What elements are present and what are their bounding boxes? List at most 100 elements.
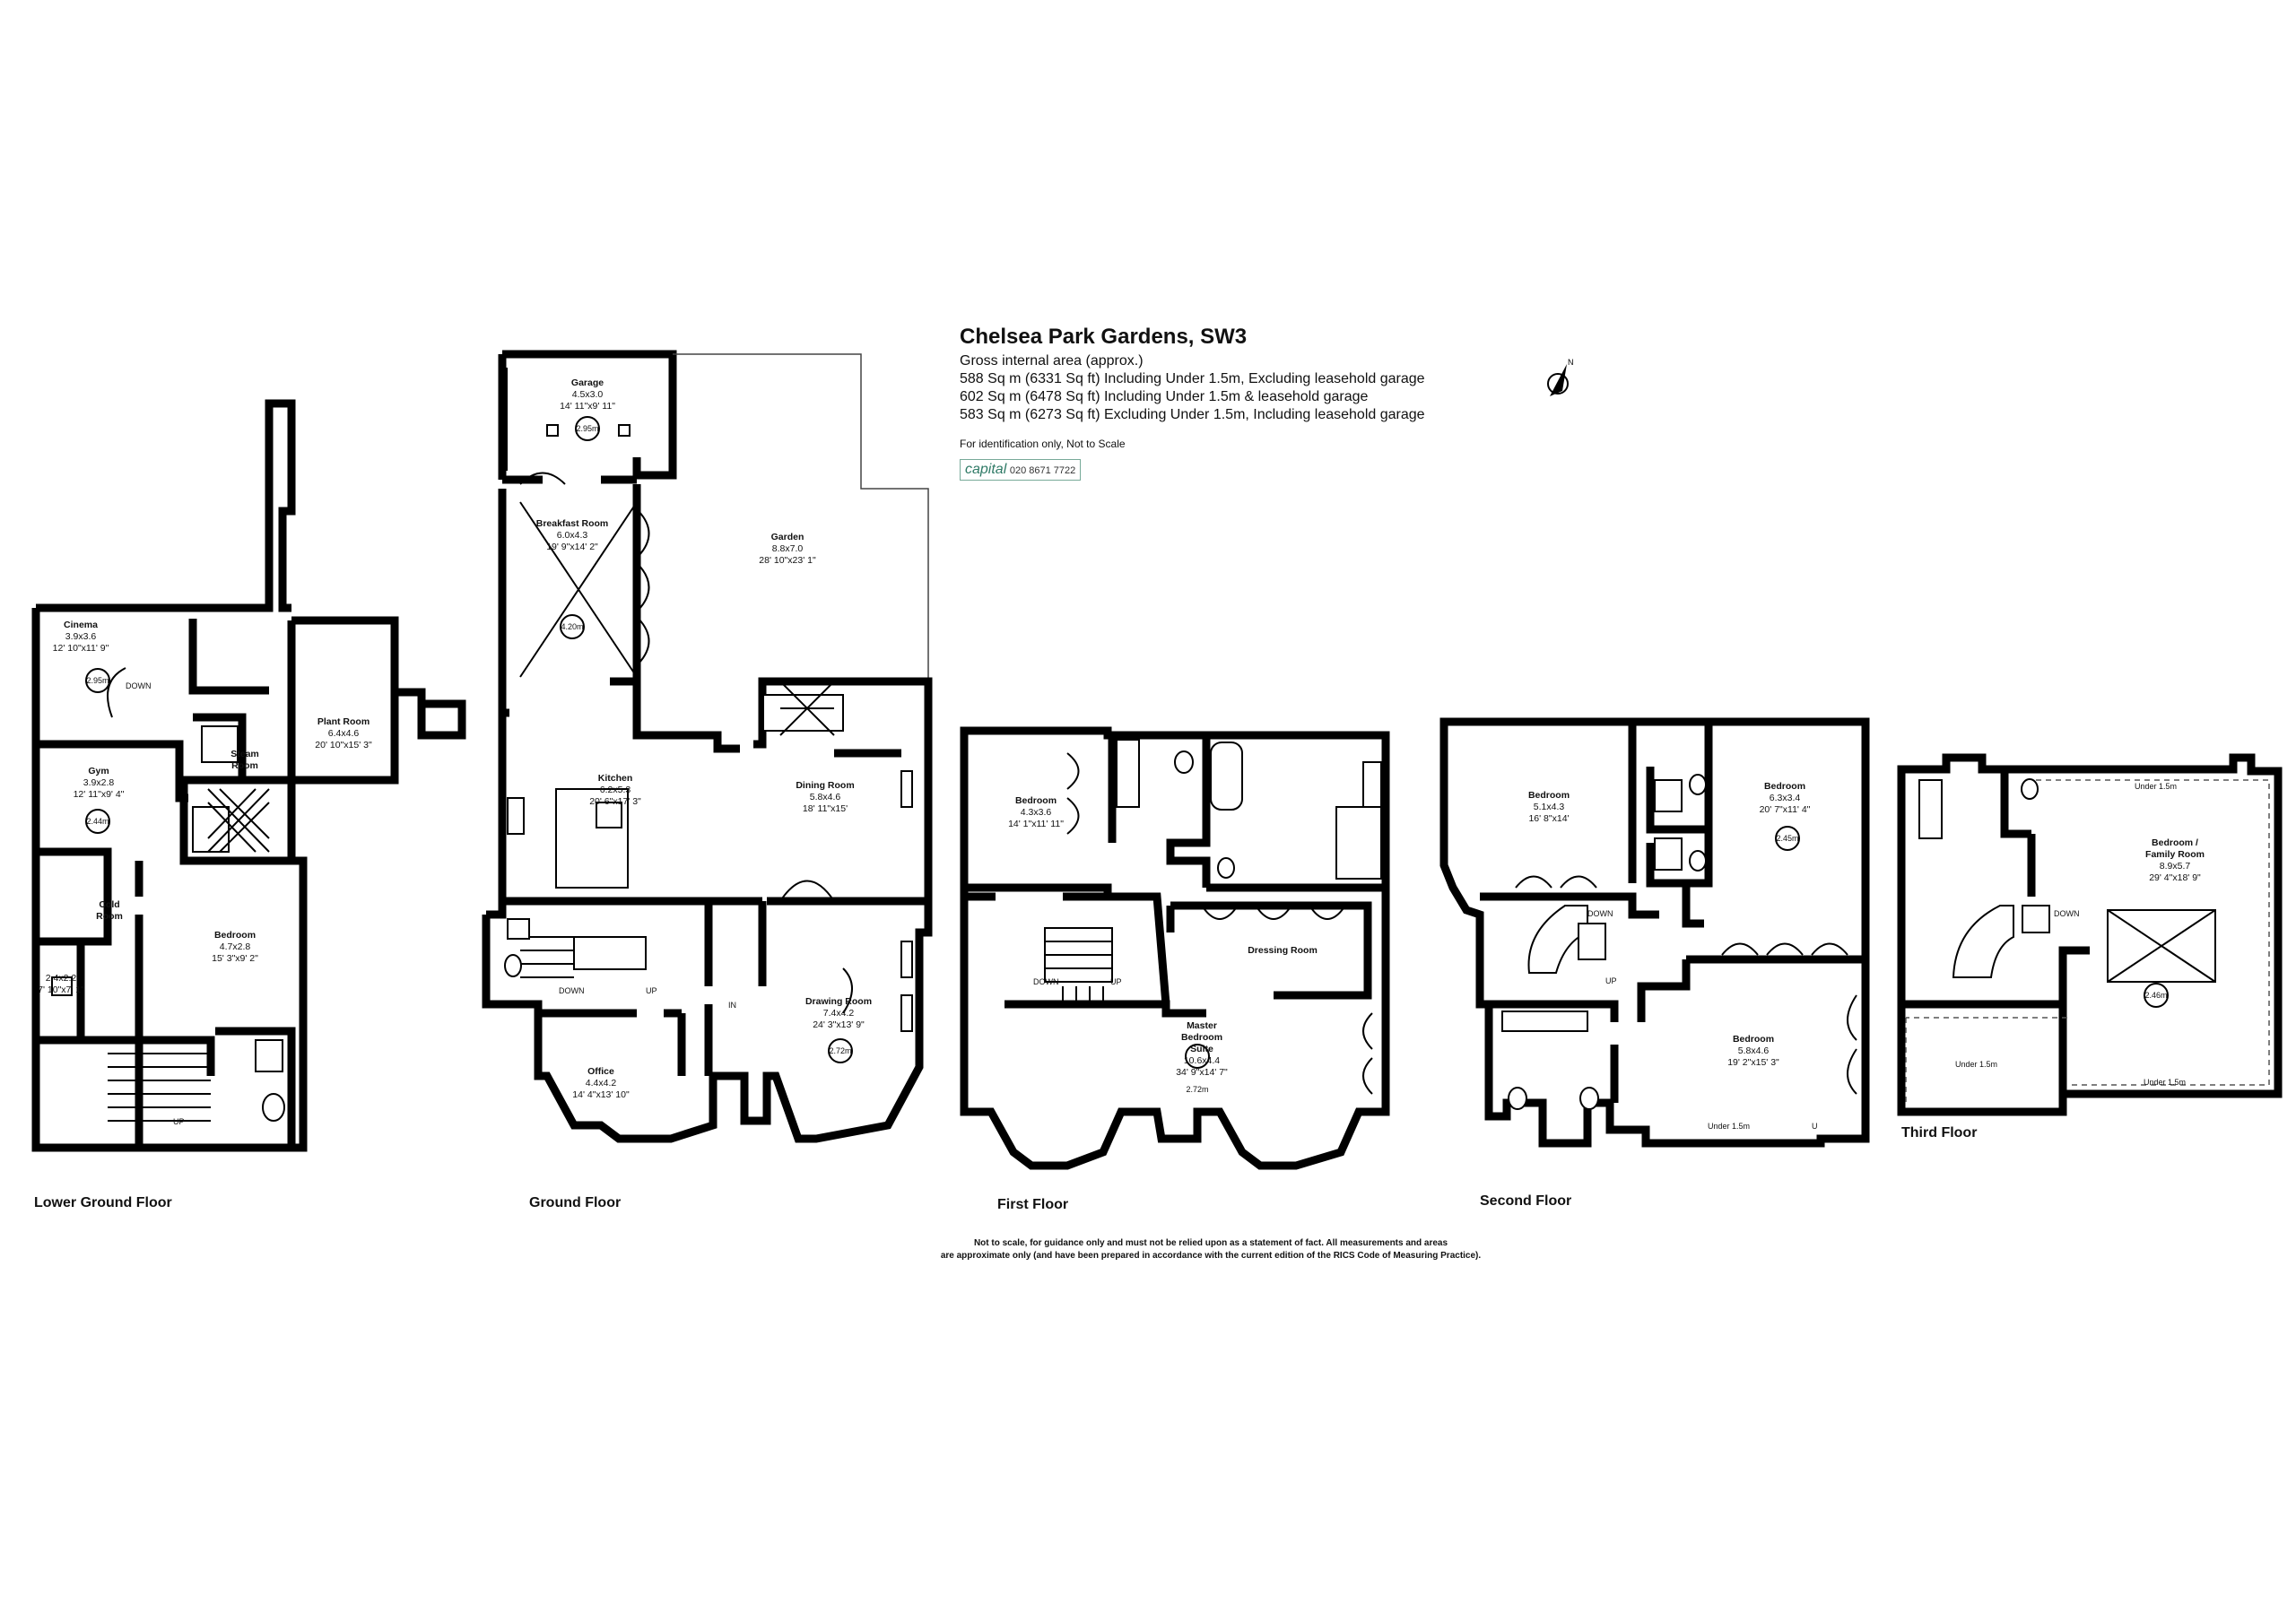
dining-fireplace xyxy=(900,770,913,808)
cinema-down-label: DOWN xyxy=(126,681,152,690)
gym-name: Gym xyxy=(88,766,109,776)
kitchen-name: Kitchen xyxy=(598,773,633,784)
garage-car-marker-2 xyxy=(618,424,631,437)
dining-metric: 5.8x4.6 xyxy=(810,792,841,802)
first-bedroom-imperial: 14' 1"x11' 11" xyxy=(1008,819,1064,829)
lower-ground-floor-label: Lower Ground Floor xyxy=(34,1195,172,1210)
store-imperial: 7' 10"x7' 1" xyxy=(38,984,84,995)
third-shower xyxy=(2022,905,2050,933)
breakfast-imperial: 19' 9"x14' 2" xyxy=(546,542,598,552)
second-under-label: Under 1.5m xyxy=(1708,1122,1750,1131)
second-bedroom3-wardrobes xyxy=(1847,994,1857,1095)
third-down-label: DOWN xyxy=(2054,909,2080,918)
shower-tray xyxy=(255,1039,283,1072)
lg-up-label: UP xyxy=(173,1117,185,1126)
disclaimer-line-1: Not to scale, for guidance only and must… xyxy=(973,1238,1448,1248)
first-bedroom-wardrobes xyxy=(1066,752,1080,835)
kitchen-metric: 6.2x5.3 xyxy=(600,785,631,795)
steam-name: Steam xyxy=(230,749,259,759)
breakfast-skylight xyxy=(519,501,638,678)
area-line-2: 602 Sq m (6478 Sq ft) Including Under 1.… xyxy=(960,389,1369,404)
north-compass-icon: N xyxy=(1547,358,1574,396)
third-bedroom-name-2: Family Room xyxy=(2145,849,2205,860)
second-wardrobes xyxy=(1515,875,1848,956)
master-name-1: Master xyxy=(1187,1020,1217,1031)
cinema-height: 2.95m xyxy=(86,676,109,685)
second-floor-label: Second Floor xyxy=(1480,1193,1571,1209)
garage-imperial: 14' 11"x9' 11" xyxy=(560,401,615,412)
ground-down-label: DOWN xyxy=(559,986,585,995)
plant-room-metric: 6.4x4.6 xyxy=(328,728,360,739)
gym-imperial: 12' 11"x9' 4" xyxy=(74,789,125,800)
steam-name-2: Room xyxy=(231,760,258,771)
svg-text:N: N xyxy=(1568,358,1574,367)
hob-icon xyxy=(596,802,622,828)
second-bath xyxy=(1501,1010,1588,1032)
second-bedroom-3-imperial: 19' 2"x15' 3" xyxy=(1727,1057,1779,1068)
disclaimer-line-2: are approximate only (and have been prep… xyxy=(940,1251,1482,1261)
third-height-marker xyxy=(2144,983,2169,1008)
garage-height-marker xyxy=(575,416,600,441)
third-under-label-bottom: Under 1.5m xyxy=(2144,1078,2186,1087)
dining-skylight xyxy=(779,681,835,736)
dressing-room-name: Dressing Room xyxy=(1248,945,1318,956)
sauna-bench xyxy=(192,806,230,853)
second-shower-2 xyxy=(1654,837,1683,871)
ground-floor-plan: Garage 4.5x3.0 14' 11"x9' 11" 2.95m Brea… xyxy=(482,350,933,1210)
third-bath xyxy=(1918,779,1943,839)
second-toilet-1 xyxy=(1508,1087,1527,1110)
cold-room-name-2: Room xyxy=(96,911,123,922)
master-wardrobes xyxy=(1362,1012,1373,1095)
dining-imperial: 18' 11"x15' xyxy=(803,803,848,814)
freestanding-bath xyxy=(1210,742,1243,811)
third-bedroom-height: 2.46m xyxy=(2144,991,2167,1000)
store-metric: 2.4x2.2 xyxy=(46,973,77,984)
second-bedroom-3-metric: 5.8x4.6 xyxy=(1738,1045,1770,1056)
dining-name: Dining Room xyxy=(796,780,854,791)
brand-name: capital xyxy=(965,462,1007,477)
drawing-height-marker xyxy=(828,1038,853,1063)
kitchen-sink xyxy=(507,797,525,835)
master-name-3: Suite xyxy=(1190,1044,1213,1054)
cinema-height-marker xyxy=(85,668,110,693)
second-up-label: UP xyxy=(1605,976,1617,985)
master-basins xyxy=(1362,761,1382,808)
cinema-imperial: 12' 10"x11' 9" xyxy=(53,643,109,654)
breakfast-doors xyxy=(638,510,650,664)
third-under-1.5m-line xyxy=(1905,779,2270,1103)
second-shower-1 xyxy=(1654,779,1683,812)
first-bedroom-name: Bedroom xyxy=(1015,795,1057,806)
disclaimer: Not to scale, for guidance only and must… xyxy=(807,1237,1614,1262)
garden-name: Garden xyxy=(771,532,804,542)
lg-bedroom-metric: 4.7x2.8 xyxy=(220,941,251,952)
office-name: Office xyxy=(587,1066,614,1077)
master-imperial: 34' 9"x14' 7" xyxy=(1176,1067,1228,1078)
garage-door-swing xyxy=(519,472,566,485)
lg-bedroom-name: Bedroom xyxy=(214,930,256,941)
entrance-in-label: IN xyxy=(728,1001,736,1010)
third-under-label-top: Under 1.5m xyxy=(2135,782,2177,791)
ground-up-label: UP xyxy=(646,986,657,995)
garage-name: Garage xyxy=(571,377,604,388)
second-bedroom-2-metric: 6.3x3.4 xyxy=(1770,793,1801,803)
second-down-label: DOWN xyxy=(1587,909,1613,918)
second-bedroom-2-height: 2.45m xyxy=(1776,834,1798,843)
second-toilet-4 xyxy=(1689,850,1707,872)
drawing-fireplace xyxy=(900,941,913,978)
garage-metric: 4.5x3.0 xyxy=(572,389,604,400)
third-rooflight xyxy=(2107,909,2216,983)
brand-phone: 020 8671 7722 xyxy=(1009,465,1076,476)
second-bedroom-1-name: Bedroom xyxy=(1528,790,1570,801)
breakfast-height: 4.20m xyxy=(561,622,583,631)
gym-metric: 3.9x2.8 xyxy=(83,777,115,788)
drawing-metric: 7.4x4.2 xyxy=(823,1008,855,1019)
plant-room-imperial: 20' 10"x15' 3" xyxy=(315,740,372,750)
cloak-basin xyxy=(507,918,530,940)
ground-floor-label: Ground Floor xyxy=(529,1195,621,1210)
third-floor-plan: Bedroom / Family Room 8.9x5.7 29' 4"x18'… xyxy=(1897,753,2283,1141)
cinema-name: Cinema xyxy=(64,620,98,630)
third-spiral-stair xyxy=(1952,905,2014,978)
third-bedroom-name: Bedroom / xyxy=(2152,837,2198,848)
brand-logo: capital 020 8671 7722 xyxy=(960,459,1082,481)
